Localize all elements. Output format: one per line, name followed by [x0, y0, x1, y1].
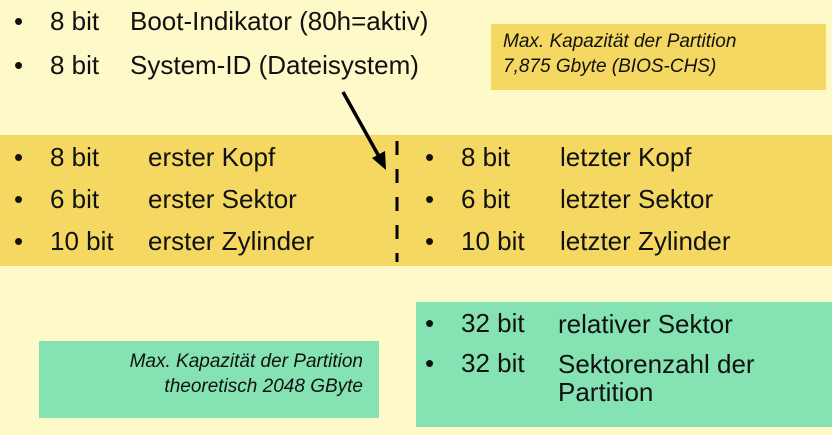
field-label: System-ID (Dateisystem)	[130, 50, 419, 80]
field-label: letzter Zylinder	[560, 226, 731, 256]
bit-width: 8 bit	[50, 50, 100, 80]
field-label: letzter Sektor	[560, 184, 714, 214]
bullet: •	[425, 348, 435, 378]
bit-width: 32 bit	[461, 308, 525, 338]
bit-width: 10 bit	[461, 226, 525, 256]
bit-width: 6 bit	[50, 184, 100, 214]
capacity-note-chs: Max. Kapazität der Partition 7,875 Gbyte…	[491, 24, 826, 90]
bullet: •	[14, 142, 24, 172]
bit-width: 8 bit	[50, 142, 100, 172]
arrow-head	[372, 151, 386, 170]
bit-width: 32 bit	[461, 348, 525, 378]
field-label: erster Kopf	[148, 142, 276, 172]
note-line: 7,875 Gbyte (BIOS-CHS)	[503, 56, 717, 77]
bit-width: 10 bit	[50, 226, 114, 256]
field-label: Sektorenzahl der Partition	[558, 349, 755, 407]
field-label: Boot-Indikator (80h=aktiv)	[130, 6, 429, 36]
field-label: relativer Sektor	[558, 309, 733, 339]
lba-box	[416, 302, 832, 427]
field-label: erster Zylinder	[148, 226, 315, 256]
bullet: •	[14, 226, 24, 256]
bullet: •	[14, 184, 24, 214]
bullet: •	[425, 184, 435, 214]
bullet: •	[425, 142, 435, 172]
note-line: theoretisch 2048 GByte	[164, 376, 363, 397]
note-line: Max. Kapazität der Partition	[129, 351, 363, 372]
chs-band	[0, 135, 832, 266]
bullet: •	[425, 308, 435, 338]
field-label: erster Sektor	[148, 184, 297, 214]
capacity-note-lba: Max. Kapazität der Partition theoretisch…	[39, 341, 379, 418]
field-label: letzter Kopf	[560, 142, 692, 172]
pointer-arrow	[341, 91, 383, 161]
bullet: •	[14, 6, 24, 36]
bit-width: 6 bit	[461, 184, 511, 214]
bullet: •	[14, 50, 24, 80]
bit-width: 8 bit	[50, 6, 100, 36]
bit-width: 8 bit	[461, 142, 511, 172]
bullet: •	[425, 226, 435, 256]
note-line: Max. Kapazität der Partition	[503, 31, 737, 52]
